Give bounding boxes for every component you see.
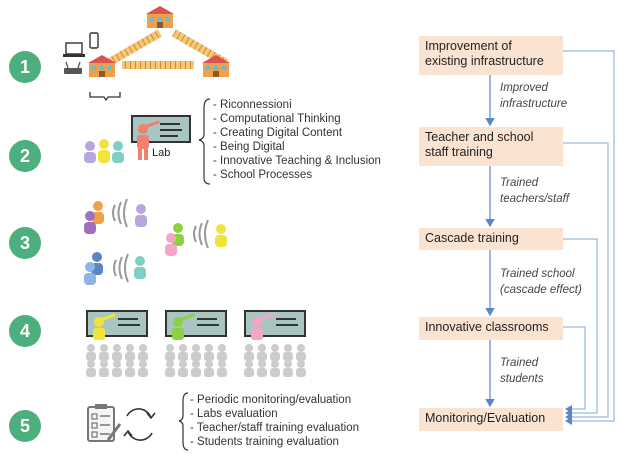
person-icon bbox=[84, 262, 96, 285]
person-icon bbox=[165, 233, 177, 256]
box-line: Improvement of bbox=[425, 39, 512, 53]
feedback-connectors bbox=[563, 50, 615, 425]
network-link-icon bbox=[106, 29, 162, 67]
list-item: - Periodic monitoring/evaluation bbox=[190, 394, 352, 406]
list-item: - Computational Thinking bbox=[213, 113, 341, 125]
school-network-illustration bbox=[63, 6, 230, 102]
list-item: - Riconnessioni bbox=[213, 99, 292, 111]
checklist-icon bbox=[87, 404, 122, 442]
step-5-number: 5 bbox=[9, 410, 41, 442]
router-icon bbox=[64, 61, 82, 74]
school-building-icon bbox=[88, 55, 116, 77]
person-icon bbox=[134, 256, 146, 279]
list-item: - Innovative Teaching & Inclusion bbox=[213, 155, 381, 167]
step-2-number: 2 bbox=[9, 140, 41, 172]
lab-label: Lab bbox=[152, 147, 171, 159]
bracket-icon bbox=[89, 92, 121, 102]
edge-label-line: Improved bbox=[500, 82, 548, 94]
list-item: - Teacher/staff training evaluation bbox=[190, 422, 359, 434]
school-building-icon bbox=[202, 55, 230, 77]
smartphone-icon bbox=[89, 32, 99, 49]
lab-training-illustration bbox=[84, 98, 211, 185]
trainee-icon bbox=[84, 141, 96, 163]
sound-waves-icon bbox=[112, 198, 209, 283]
flow-box-classrooms: Innovative classrooms bbox=[419, 317, 563, 340]
flow-box-training: Teacher and school staff training bbox=[419, 127, 563, 166]
person-icon bbox=[215, 224, 227, 247]
person-icon bbox=[84, 211, 96, 234]
step-1-number: 1 bbox=[9, 51, 41, 83]
trainee-icon bbox=[112, 141, 124, 163]
person-icon bbox=[135, 204, 147, 227]
box-line: existing infrastructure bbox=[425, 54, 544, 68]
classroom bbox=[165, 310, 227, 377]
trainee-icon bbox=[98, 139, 110, 163]
flow-box-infrastructure: Improvement of existing infrastructure bbox=[419, 36, 563, 75]
list-item: - School Processes bbox=[213, 169, 313, 181]
network-link-icon bbox=[122, 61, 194, 69]
cascade-illustration bbox=[84, 198, 227, 285]
school-building-icon bbox=[146, 6, 174, 28]
edge-label-line: (cascade effect) bbox=[500, 284, 582, 296]
flow-box-cascade: Cascade training bbox=[419, 228, 563, 250]
box-line: Cascade training bbox=[425, 231, 519, 245]
edge-label: Trained teachers/staff bbox=[500, 175, 569, 207]
person-icon bbox=[91, 252, 103, 275]
box-line: Teacher and school bbox=[425, 130, 534, 144]
classrooms-illustration bbox=[86, 310, 306, 377]
cycle-arrows-icon bbox=[123, 408, 156, 441]
list-item: - Students training evaluation bbox=[190, 436, 339, 448]
edge-label: Trained students bbox=[500, 355, 543, 387]
brace-icon bbox=[178, 392, 189, 451]
training-topics-list: - Riconnessioni - Computational Thinking… bbox=[213, 98, 381, 182]
edge-label: Trained school (cascade effect) bbox=[500, 266, 582, 298]
edge-label-line: Trained bbox=[500, 357, 539, 369]
edge-label-line: infrastructure bbox=[500, 98, 568, 110]
list-item: - Creating Digital Content bbox=[213, 127, 343, 139]
list-item: - Being Digital bbox=[213, 141, 285, 153]
edge-label-line: teachers/staff bbox=[500, 193, 570, 205]
edge-label-line: students bbox=[500, 373, 544, 385]
box-line: staff training bbox=[425, 145, 493, 159]
step-3-number: 3 bbox=[9, 227, 41, 259]
edge-label-line: Trained school bbox=[500, 268, 575, 280]
flow-box-monitoring: Monitoring/Evaluation bbox=[419, 408, 563, 431]
edge-label: Improved infrastructure bbox=[500, 80, 567, 112]
list-item: - Labs evaluation bbox=[190, 408, 278, 420]
brace-icon bbox=[198, 98, 211, 185]
step-4-number: 4 bbox=[9, 315, 41, 347]
classroom bbox=[244, 310, 306, 377]
evaluation-list: - Periodic monitoring/evaluation - Labs … bbox=[190, 393, 359, 449]
box-line: Innovative classrooms bbox=[425, 320, 549, 334]
laptop-icon bbox=[63, 42, 85, 57]
teacher-icon bbox=[137, 120, 160, 160]
box-line: Monitoring/Evaluation bbox=[425, 411, 546, 425]
classroom bbox=[86, 310, 148, 377]
edge-label-line: Trained bbox=[500, 177, 539, 189]
person-icon bbox=[92, 201, 104, 224]
